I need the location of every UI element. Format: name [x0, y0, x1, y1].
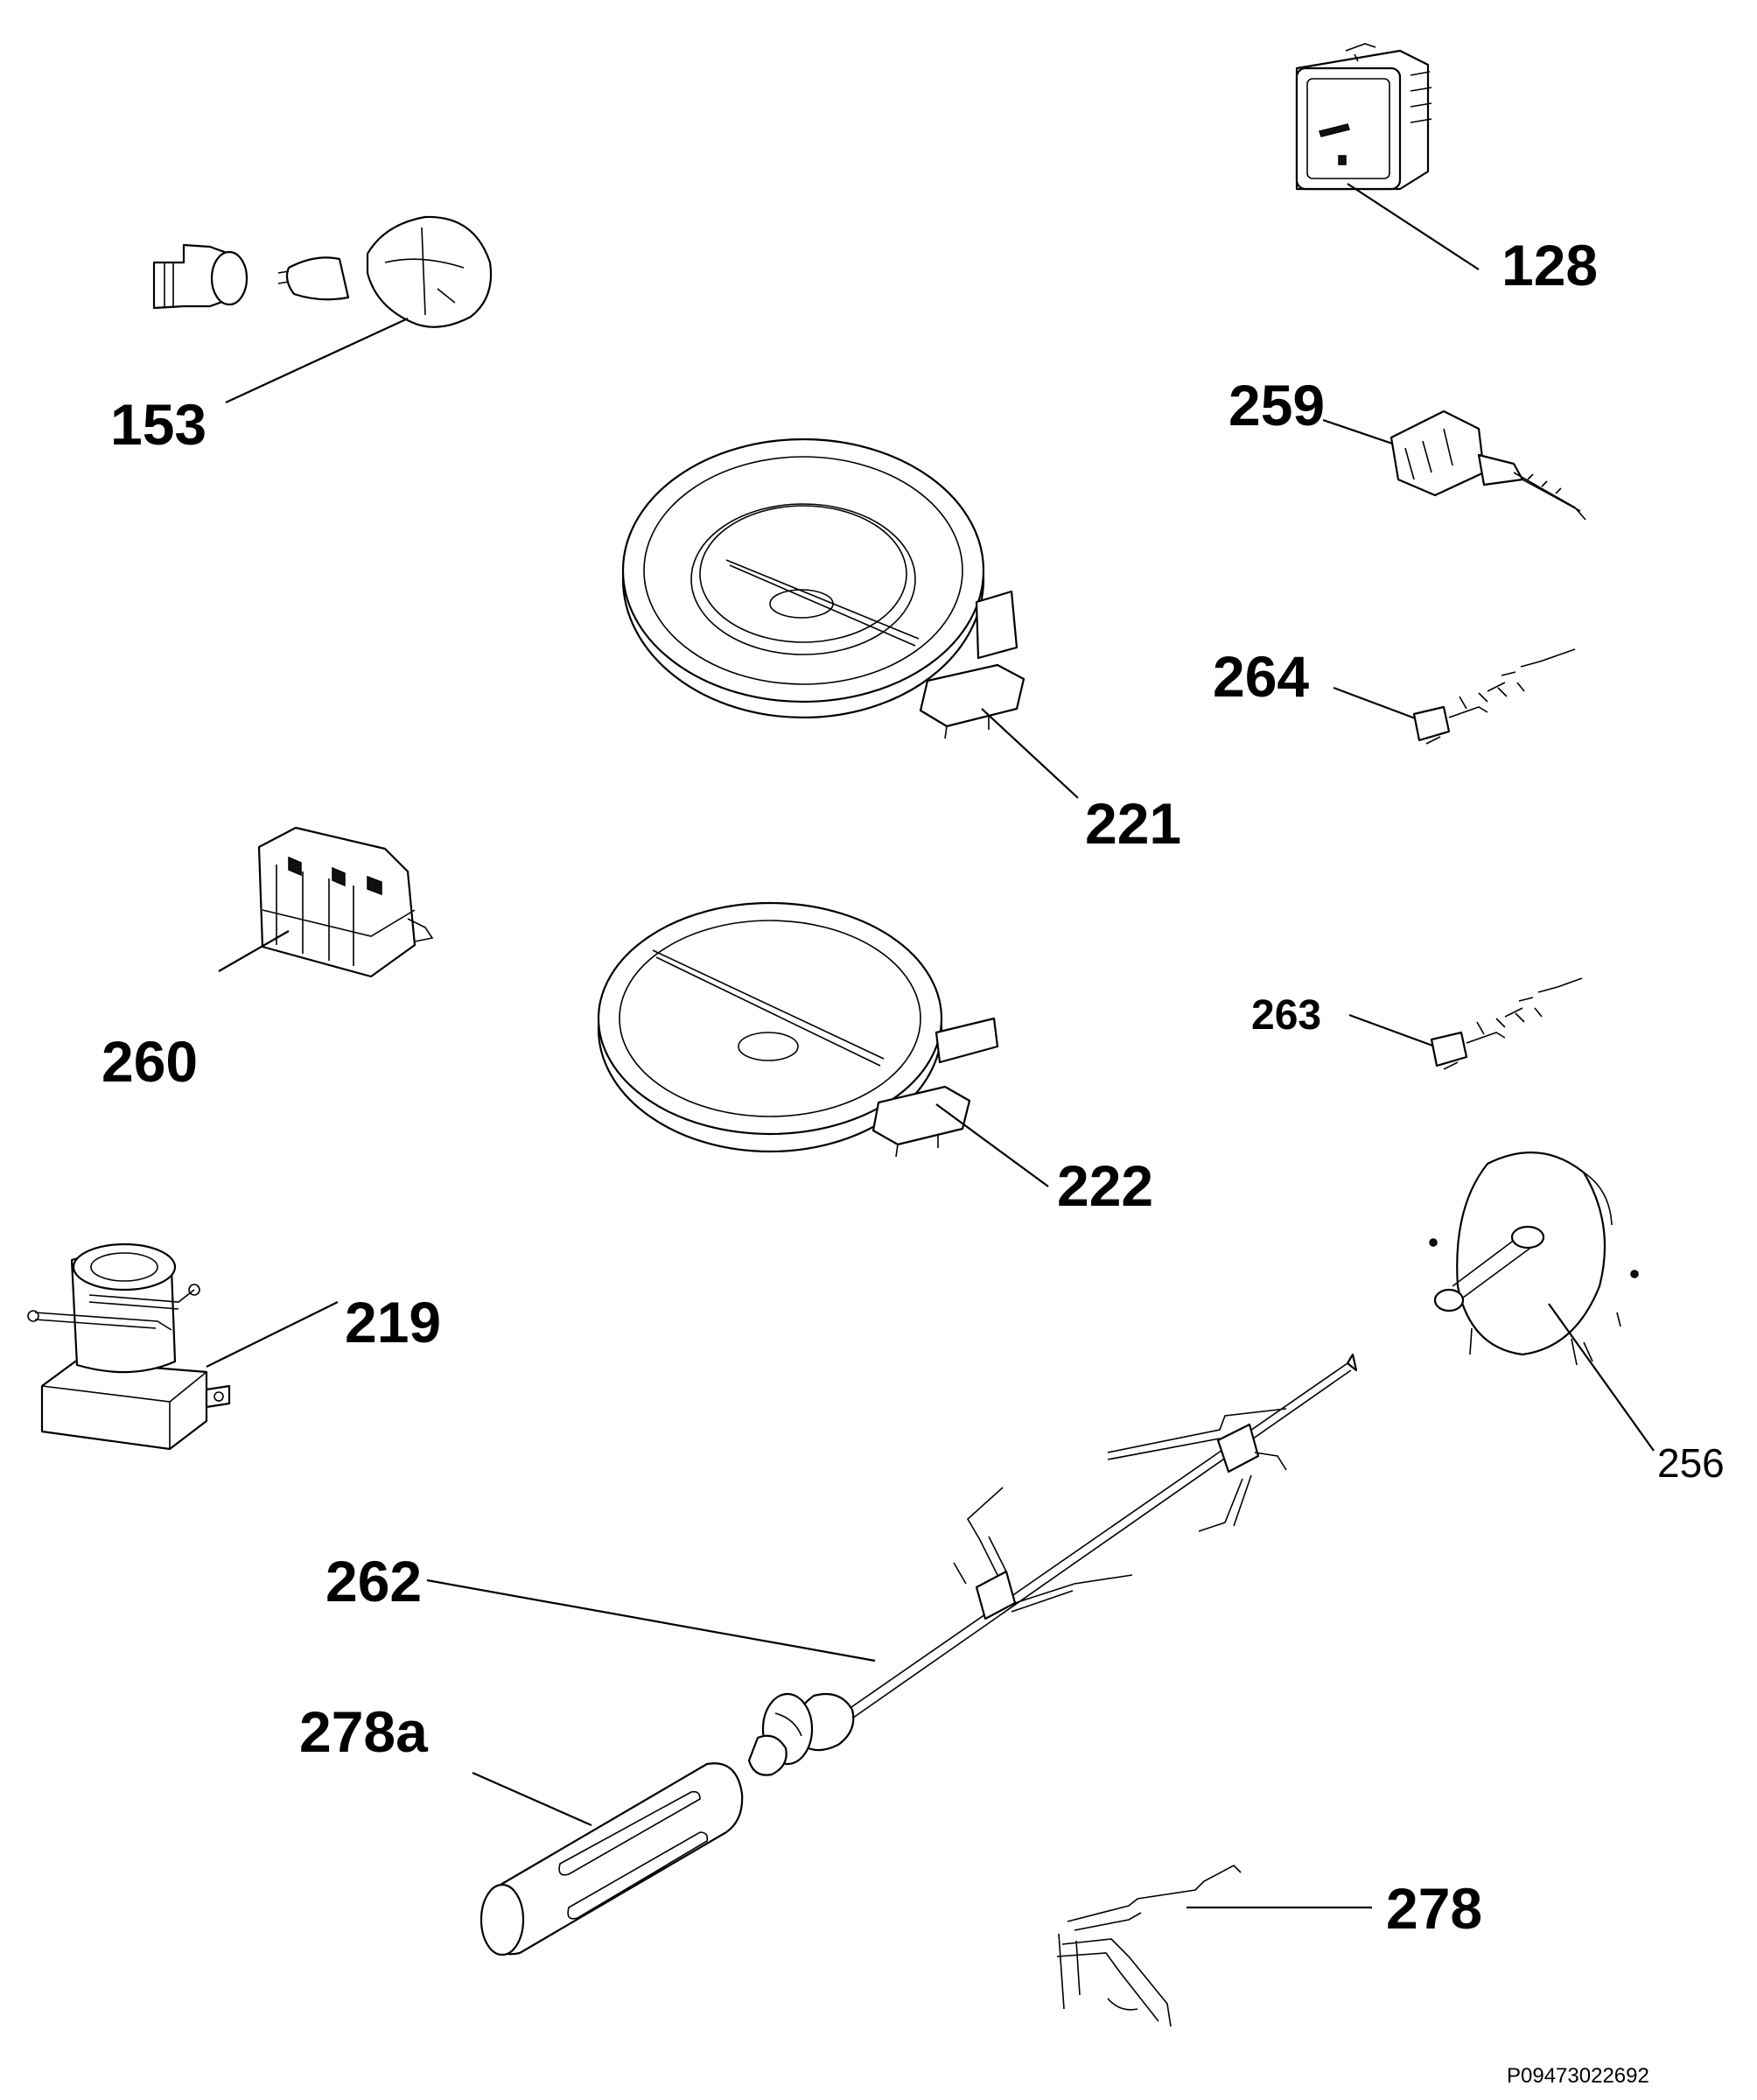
leader-262 [426, 1578, 876, 1662]
label-259: 259 [1228, 373, 1325, 438]
leader-256 [1548, 1303, 1655, 1452]
part-260-selector-switch [257, 826, 434, 978]
part-222-single-radiant-element [597, 901, 999, 1158]
label-264: 264 [1213, 644, 1309, 709]
label-222: 222 [1057, 1153, 1153, 1218]
part-259-switch [1390, 410, 1586, 521]
leader-153 [225, 318, 409, 403]
label-219: 219 [345, 1290, 441, 1354]
part-153-lamp-assembly [152, 215, 493, 328]
label-262: 262 [326, 1549, 422, 1614]
label-278: 278 [1386, 1876, 1482, 1941]
diagram-code: P09473022692 [1507, 2064, 1649, 2088]
leader-221 [981, 708, 1079, 799]
part-219-motor [27, 1242, 231, 1451]
part-278a-handle [480, 1762, 744, 1956]
label-153: 153 [110, 392, 206, 457]
leader-219 [206, 1301, 339, 1368]
part-264-connector [1412, 648, 1576, 745]
label-256: 256 [1657, 1440, 1725, 1486]
part-263-connector [1430, 977, 1583, 1070]
label-221: 221 [1085, 791, 1181, 856]
leader-278a [472, 1771, 592, 1827]
part-128-regulator [1295, 43, 1432, 191]
label-278a: 278a [299, 1699, 429, 1764]
label-263: 263 [1251, 992, 1321, 1039]
part-278-bracket [1056, 1865, 1242, 2027]
leader-264 [1333, 686, 1418, 721]
leader-128 [1347, 183, 1480, 270]
label-260: 260 [102, 1029, 198, 1094]
part-262-rotisserie-spit [747, 1353, 1358, 1776]
label-128: 128 [1502, 233, 1598, 298]
leader-222 [935, 1103, 1049, 1187]
leader-260 [218, 930, 290, 972]
part-221-dual-radiant-element [621, 438, 1026, 739]
leader-263 [1348, 1013, 1436, 1048]
part-256-support-disk [1429, 1152, 1639, 1366]
